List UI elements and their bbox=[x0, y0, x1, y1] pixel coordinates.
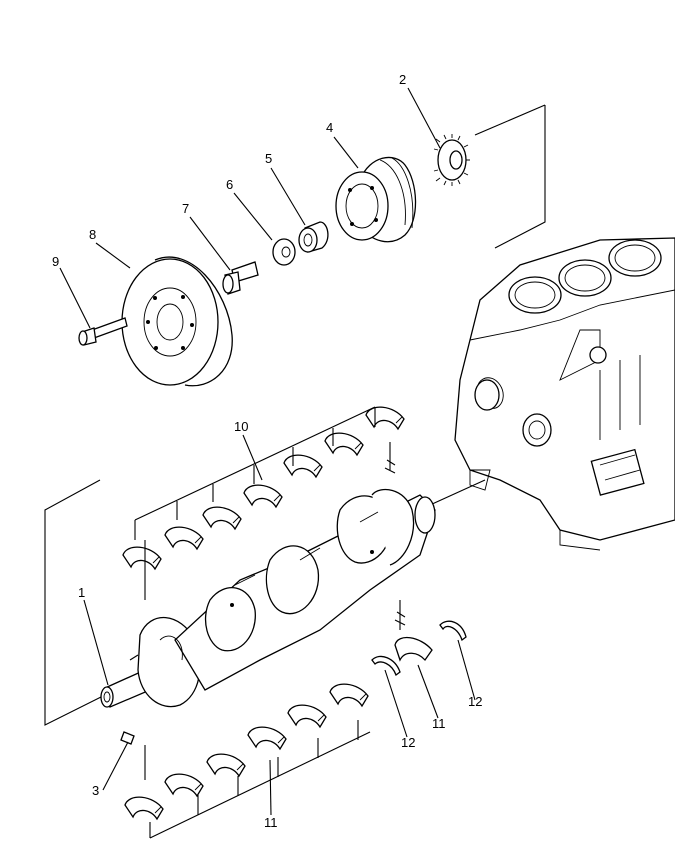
callout-7: 7 bbox=[182, 201, 189, 216]
callout-2: 2 bbox=[399, 72, 406, 87]
bracket-lines bbox=[134, 406, 406, 839]
lower-bearing-shell bbox=[287, 704, 327, 729]
lower-bearing-shells bbox=[124, 683, 369, 821]
callout-11-right: 11 bbox=[432, 716, 446, 731]
callout-12-right: 12 bbox=[468, 694, 482, 709]
dowel-pin bbox=[120, 731, 135, 745]
lower-bearing-shell bbox=[247, 726, 287, 751]
damper-bolt bbox=[78, 317, 128, 346]
upper-bearing-shell bbox=[202, 506, 242, 531]
thrust-washer-right bbox=[439, 620, 467, 642]
washer bbox=[272, 238, 296, 266]
upper-bearing-shell bbox=[243, 484, 283, 509]
callout-12-left: 12 bbox=[401, 735, 415, 750]
leader-lines bbox=[59, 87, 476, 816]
spacer bbox=[298, 221, 329, 253]
thrust-washer-left bbox=[371, 655, 401, 677]
lower-bearing-shell bbox=[124, 796, 164, 821]
engine-block bbox=[454, 237, 675, 551]
upper-bearing-shell bbox=[365, 406, 405, 431]
lower-bearing-shell bbox=[164, 773, 204, 798]
upper-bearing-shell bbox=[283, 454, 323, 479]
callout-6: 6 bbox=[226, 177, 233, 192]
bearing-shell-right bbox=[394, 636, 433, 662]
pulley bbox=[335, 156, 417, 243]
callout-4: 4 bbox=[326, 120, 333, 135]
callout-1: 1 bbox=[78, 585, 85, 600]
callout-8: 8 bbox=[89, 227, 96, 242]
callout-3: 3 bbox=[92, 783, 99, 798]
callout-5: 5 bbox=[265, 151, 272, 166]
pulley-bolt bbox=[222, 261, 259, 295]
callout-11-bottom: 11 bbox=[264, 815, 278, 830]
callout-10: 10 bbox=[234, 419, 248, 434]
upper-bearing-shell bbox=[164, 526, 204, 551]
damper-pulley bbox=[121, 256, 233, 387]
lower-bearing-shell bbox=[206, 753, 246, 778]
crankshaft bbox=[100, 488, 436, 708]
callout-9: 9 bbox=[52, 254, 59, 269]
crank-gear bbox=[433, 134, 470, 186]
alignment-lines bbox=[44, 104, 546, 726]
lower-bearing-shell bbox=[329, 683, 369, 708]
upper-bearing-shell bbox=[324, 432, 364, 457]
upper-bearing-shell bbox=[122, 546, 162, 571]
